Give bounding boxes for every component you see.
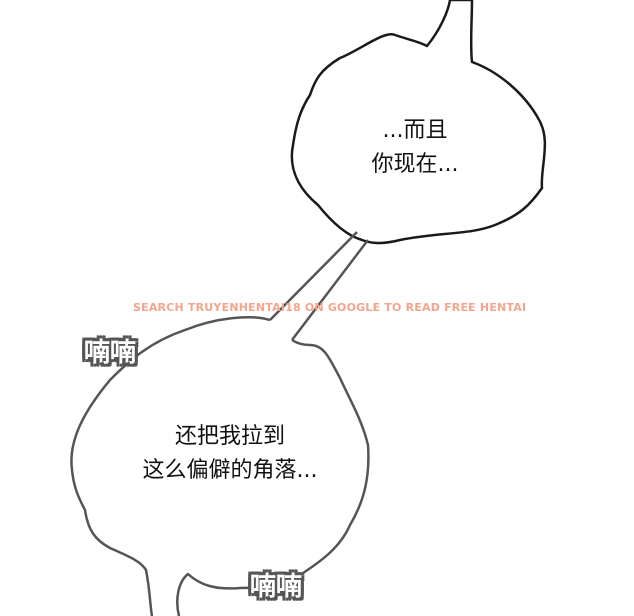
bubble-connector	[269, 231, 369, 341]
top-speech-bubble	[290, 0, 547, 245]
dialogue-line: 你现在...	[371, 152, 459, 177]
bottom-bubble-text: 还把我拉到 这么偏僻的角落...	[112, 420, 348, 488]
watermark-text: SEARCH TRUYENHENTAI18 ON GOOGLE TO READ …	[133, 301, 527, 314]
bottom-speech-bubble	[70, 315, 370, 616]
dialogue-line: 这么偏僻的角落...	[142, 458, 318, 483]
dialogue-line: 还把我拉到	[174, 424, 285, 449]
dialogue-line: ...而且	[382, 118, 448, 143]
top-bubble-text: ...而且 你现在...	[350, 114, 480, 182]
murmur-sfx-bottom: 喃喃	[250, 572, 303, 602]
murmur-sfx-left: 喃喃	[84, 338, 137, 368]
